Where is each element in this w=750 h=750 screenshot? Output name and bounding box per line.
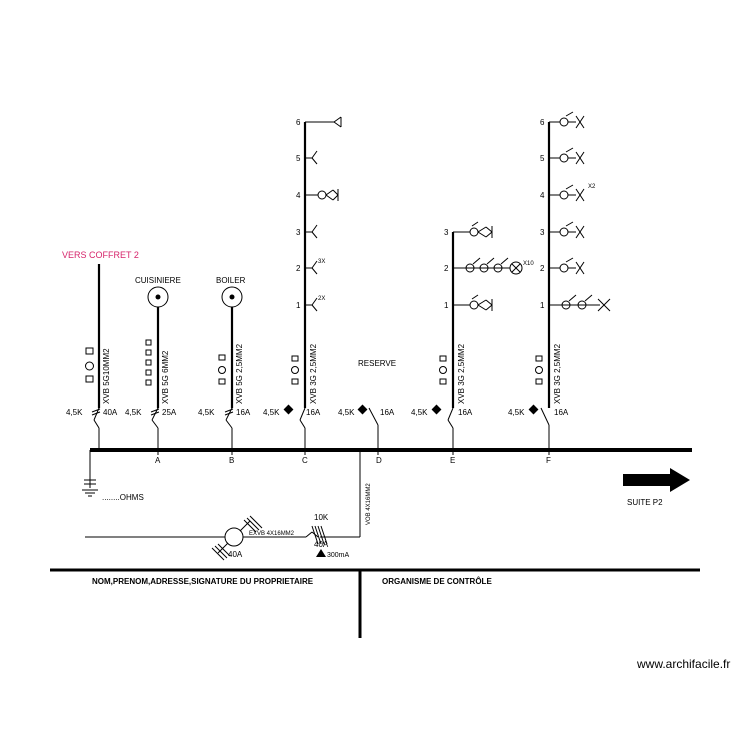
circuit-c-switch: [283, 404, 306, 450]
c-row-4: 4: [296, 191, 301, 200]
diff-sensitivity: 300mA: [327, 552, 350, 559]
diff-breaker-switch: [305, 525, 360, 545]
outlet-boiler-icon: [221, 286, 243, 308]
f-row-1: 1: [540, 301, 545, 310]
c-lamp-6: [305, 116, 342, 128]
feed-cable-symbol: [85, 347, 94, 383]
circuit-a-rating: 25A: [162, 408, 177, 417]
circuit-a-breaker: 4,5K: [125, 408, 142, 417]
e-annot-x10: X10: [523, 261, 534, 267]
circuit-d-rating: 16A: [380, 408, 395, 417]
circuit-e-cable: XVB 3G 2,5MM2: [457, 343, 466, 404]
c-annot-3x: 3X: [318, 259, 325, 265]
f-annot-x2: X2: [588, 184, 596, 190]
ground-symbol: [82, 450, 98, 497]
f-row-4: 4: [540, 191, 545, 200]
diff-triangle-icon: [316, 549, 326, 557]
circuit-f-rating: 16A: [554, 408, 569, 417]
bus-letter-e: E: [450, 456, 455, 465]
e-outlet-3: [453, 221, 493, 238]
supply-cable: EXVB 4X16MM2: [249, 531, 295, 537]
f-row-5: 5: [540, 154, 545, 163]
top-label: VERS COFFRET 2: [62, 250, 139, 260]
circuit-e-cable-symbol: [439, 355, 447, 385]
f-outlet-4: [549, 184, 585, 202]
f-row-2: 2: [540, 264, 545, 273]
reserve-label: RESERVE: [358, 359, 396, 368]
c-switch-2: [305, 260, 318, 275]
outlet-boiler-label: BOILER: [216, 276, 246, 285]
circuit-d-switch: [357, 404, 379, 450]
circuit-f-cable-symbol: [535, 355, 543, 385]
circuit-b-cable-symbol: [218, 354, 226, 385]
c-row-5: 5: [296, 154, 301, 163]
circuit-e-switch: [431, 404, 454, 450]
bus-letter-c: C: [302, 456, 308, 465]
feed-rating: 40A: [103, 408, 118, 417]
circuit-a-cable: XVB 5G 6MM2: [161, 350, 170, 404]
f-outlet-5: [549, 147, 585, 165]
circuit-c-rating: 16A: [306, 408, 321, 417]
outlet-cuisiniere-label: CUISINIERE: [135, 276, 181, 285]
watermark: www.archifacile.fr: [636, 657, 730, 671]
circuit-c-cable-symbol: [291, 355, 299, 385]
circuit-b-cable: XVB 5G 2,5MM2: [235, 343, 244, 404]
e-row-2: 2: [444, 264, 449, 273]
c-row-3: 3: [296, 228, 301, 237]
circuit-f-breaker: 4,5K: [508, 408, 525, 417]
circuit-c-cable: XVB 3G 2,5MM2: [309, 343, 318, 404]
f-outlet-6: [549, 111, 585, 129]
c-row-2: 2: [296, 264, 301, 273]
circuit-b-breaker: 4,5K: [198, 408, 215, 417]
circuit-a-cable-symbol: [145, 339, 152, 386]
f-outlet-2: [549, 257, 585, 275]
c-switch-3: [305, 224, 318, 239]
f-outlets-1: [549, 294, 611, 312]
e-row-3: 3: [444, 228, 449, 237]
suite-label: SUITE P2: [627, 498, 663, 507]
supply-rating: 40A: [228, 550, 243, 559]
bus-letter-b: B: [229, 456, 234, 465]
feed-switch: [91, 407, 101, 450]
f-row-6: 6: [540, 118, 545, 127]
outlet-cuisiniere-icon: [147, 286, 169, 308]
c-row-1: 1: [296, 301, 301, 310]
suite-arrow-icon: [623, 468, 690, 492]
circuit-b-rating: 16A: [236, 408, 251, 417]
vertical-cable: VOB 4X16MM2: [366, 483, 372, 525]
feed-breaker: 4,5K: [66, 408, 83, 417]
footer-left: NOM,PRENOM,ADRESSE,SIGNATURE DU PROPRIET…: [92, 577, 314, 586]
e-outlets-2: [453, 257, 523, 275]
feed-cable: XVB 5G10MM2: [102, 348, 111, 404]
footer-right: ORGANISME DE CONTRÔLE: [382, 577, 492, 586]
f-row-3: 3: [540, 228, 545, 237]
circuit-d-breaker: 4,5K: [338, 408, 355, 417]
bus-letter-d: D: [376, 456, 382, 465]
c-row-6: 6: [296, 118, 301, 127]
circuit-f-switch: [528, 404, 550, 450]
bus-letter-a: A: [155, 456, 161, 465]
bus-letter-f: F: [546, 456, 551, 465]
circuit-e-breaker: 4,5K: [411, 408, 428, 417]
circuit-a-switch: [150, 407, 160, 450]
e-outlet-1: [453, 294, 493, 311]
diff-breaker: 10K: [314, 513, 329, 522]
circuit-b-switch: [224, 407, 234, 450]
c-switch-5: [305, 150, 318, 165]
circuit-e-rating: 16A: [458, 408, 473, 417]
ground-label: ........OHMS: [102, 493, 144, 502]
f-outlet-3: [549, 221, 585, 239]
c-outlet-4: [305, 189, 339, 201]
diff-rating: 40A: [314, 540, 329, 549]
e-row-1: 1: [444, 301, 449, 310]
circuit-f-cable: XVB 3G 2,5MM2: [553, 343, 562, 404]
meter-icon: [211, 515, 263, 561]
circuit-c-breaker: 4,5K: [263, 408, 280, 417]
c-switch-1: [305, 297, 318, 312]
c-annot-2x: 2X: [318, 296, 325, 302]
